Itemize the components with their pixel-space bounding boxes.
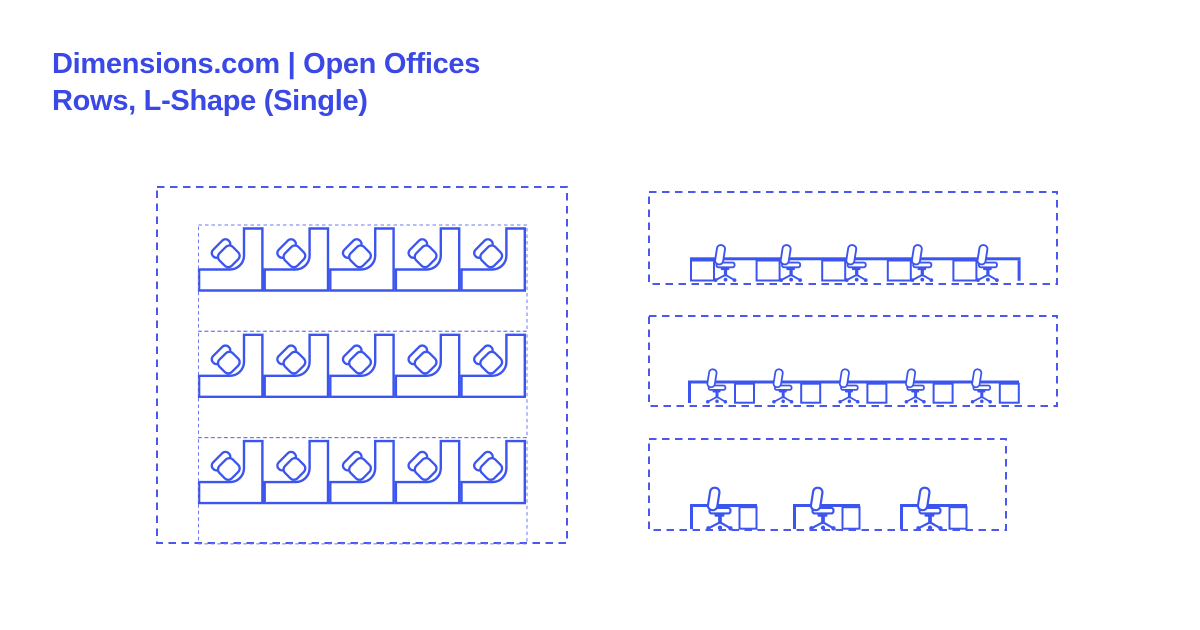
desk-pedestal <box>998 382 1020 404</box>
l-desk <box>263 439 330 505</box>
row-clearance-boundary <box>198 437 528 545</box>
office-chair-side-icon <box>916 486 943 531</box>
office-chair-top-icon <box>210 238 241 269</box>
desk-leg <box>900 507 903 529</box>
desk-pedestal <box>948 506 968 530</box>
desk-end-panel <box>1017 260 1021 281</box>
l-desk <box>197 333 264 398</box>
desk-pedestal <box>866 382 888 404</box>
desktop-surface <box>688 380 1019 384</box>
desktop-surface <box>690 504 757 507</box>
office-chair-side-icon <box>844 244 868 282</box>
desktop-surface <box>900 504 967 507</box>
desk-pedestal <box>734 382 755 404</box>
l-desk <box>197 227 264 292</box>
page-title: Dimensions.com | Open Offices Rows, L-Sh… <box>52 46 480 120</box>
desk-row <box>197 227 526 292</box>
elevation-detached-panel <box>690 486 968 531</box>
office-chair-side-icon <box>904 368 926 404</box>
page-title-line2: Rows, L-Shape (Single) <box>52 85 368 117</box>
office-chair-top-icon <box>276 344 307 375</box>
l-desk <box>460 439 526 505</box>
desk-pedestal <box>932 382 954 404</box>
office-chair-side-icon <box>772 368 794 404</box>
office-chair-side-icon <box>713 244 737 282</box>
desk-pedestal <box>952 259 978 282</box>
elevation-row-front-panel <box>690 244 1021 282</box>
desk-pedestal <box>886 259 912 282</box>
office-chair-top-icon <box>473 450 504 481</box>
office-chair-top-icon <box>473 238 504 269</box>
office-chair-top-icon <box>407 238 438 269</box>
single-desk-elevation <box>793 486 861 531</box>
elevation-panel-boundary <box>648 438 1007 531</box>
desk-leg <box>793 507 796 529</box>
l-desk <box>460 227 526 292</box>
single-desk-elevation <box>690 486 758 531</box>
l-desk <box>460 333 526 398</box>
desk-pedestal <box>821 259 847 282</box>
office-chair-top-icon <box>473 344 504 375</box>
office-chair-side-icon <box>910 244 934 282</box>
l-desk <box>394 439 461 505</box>
desk-pedestal <box>690 259 715 282</box>
elevation-row-back-panel <box>688 368 1020 404</box>
office-chair-top-icon <box>341 238 373 269</box>
office-chair-top-icon <box>276 238 307 269</box>
plan-view-rows-panel <box>197 227 526 505</box>
desk-pedestal <box>800 382 822 404</box>
office-chair-side-icon <box>976 244 999 282</box>
office-chair-top-icon <box>407 450 438 481</box>
elevation-panel-boundary <box>648 191 1058 285</box>
desktop-surface <box>793 504 860 507</box>
office-chair-side-icon <box>838 368 860 404</box>
office-chair-top-icon <box>210 450 241 481</box>
elevation-panel-boundary <box>648 315 1058 407</box>
desk-end-panel <box>688 383 691 403</box>
l-desk <box>197 439 264 505</box>
l-desk <box>394 227 461 292</box>
desk-row <box>197 439 526 505</box>
single-desk-elevation <box>900 486 968 531</box>
office-chair-top-icon <box>341 344 373 375</box>
l-desk <box>263 227 330 292</box>
desk-pedestal <box>841 506 861 530</box>
office-chair-top-icon <box>210 344 241 375</box>
office-chair-top-icon <box>341 450 373 481</box>
page-title-line1: Dimensions.com | Open Offices <box>52 48 481 80</box>
office-chair-side-icon <box>779 244 803 282</box>
l-desk <box>263 333 330 398</box>
l-desk <box>329 227 395 292</box>
desk-row <box>197 333 526 398</box>
office-chair-side-icon <box>706 486 733 531</box>
l-desk <box>329 333 395 398</box>
office-chair-top-icon <box>276 450 307 481</box>
l-desk <box>394 333 461 398</box>
desk-leg <box>690 507 693 529</box>
office-chair-side-icon <box>970 368 992 404</box>
office-chair-side-icon <box>706 368 728 404</box>
office-chair-side-icon <box>809 486 836 531</box>
office-chair-top-icon <box>407 344 438 375</box>
desk-pedestal <box>738 506 758 530</box>
l-desk <box>329 439 395 505</box>
plan-panel-boundary <box>156 186 568 544</box>
desk-pedestal <box>755 259 781 282</box>
